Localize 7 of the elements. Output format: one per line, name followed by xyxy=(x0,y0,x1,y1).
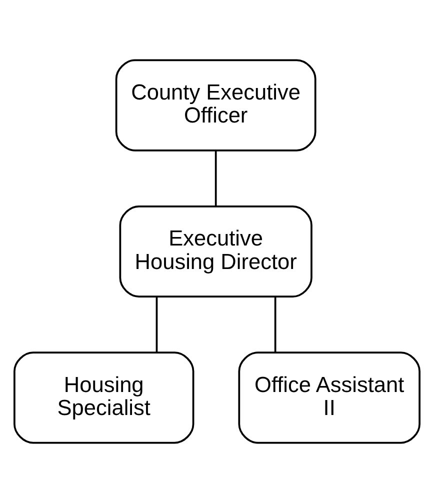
node-box: County Executive Officer xyxy=(115,59,316,152)
connector xyxy=(274,296,276,352)
node-box: Executive Housing Director xyxy=(119,205,312,298)
node-box: Office Assistant II xyxy=(238,352,420,444)
connector xyxy=(156,296,158,352)
node-box: Housing Specialist xyxy=(14,352,194,444)
connector xyxy=(214,150,217,206)
